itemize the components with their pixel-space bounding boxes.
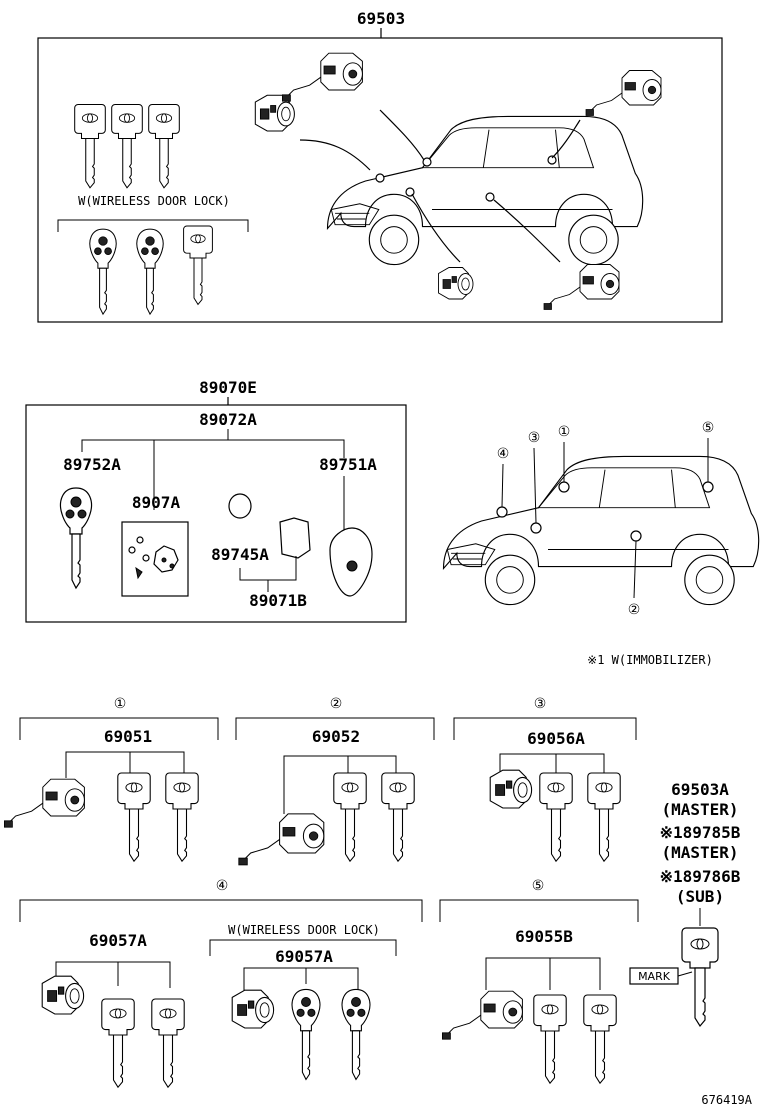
immobilizer-note: ※1 W(IMMOBILIZER) bbox=[587, 653, 713, 667]
key-69052-a bbox=[333, 772, 367, 862]
key-69052-b bbox=[381, 772, 415, 862]
callout-4: ④ bbox=[216, 878, 229, 894]
key-69055B-b bbox=[583, 994, 617, 1084]
lock-cylinder-69057A-wireless bbox=[231, 989, 275, 1029]
door-lock-69052 bbox=[238, 813, 325, 866]
callout-5-middle: ⑤ bbox=[702, 420, 715, 436]
vehicle-illustration-top bbox=[326, 115, 644, 266]
part-number-69503: 69503 bbox=[357, 9, 405, 28]
part-number-89745A: 89745A bbox=[211, 545, 269, 564]
part-number-8907A: 8907A bbox=[132, 493, 181, 512]
tumbler-pins bbox=[128, 536, 179, 580]
battery-cell bbox=[228, 493, 252, 519]
kit-box-69503 bbox=[37, 37, 723, 323]
vehicle-illustration-middle bbox=[442, 455, 760, 606]
master-key-labels: 69503A (MASTER) ※189785B (MASTER) ※18978… bbox=[660, 780, 741, 906]
callout-3: ③ bbox=[534, 696, 547, 712]
kit-box-89070E bbox=[25, 404, 407, 623]
mark-label: MARK bbox=[638, 970, 671, 983]
callout-3-middle: ③ bbox=[528, 430, 541, 446]
part-number-89751A: 89751A bbox=[319, 455, 377, 474]
callout-2-middle: ② bbox=[628, 602, 641, 618]
svg-text:(MASTER): (MASTER) bbox=[661, 843, 738, 862]
figure-id: 676419A bbox=[701, 1093, 752, 1107]
kit-number-89070E: 89070E bbox=[199, 378, 257, 397]
key-69051-b bbox=[165, 772, 199, 862]
lock-cylinder-door bbox=[438, 267, 474, 300]
svg-text:(MASTER): (MASTER) bbox=[661, 800, 738, 819]
key-69056A-a bbox=[539, 772, 573, 862]
svg-text:※189786B: ※189786B bbox=[660, 867, 741, 886]
part-number-69057A: 69057A bbox=[89, 931, 147, 950]
part-number-69051: 69051 bbox=[104, 727, 152, 746]
part-number-69057A-wireless: 69057A bbox=[275, 947, 333, 966]
part-number-89071B: 89071B bbox=[249, 591, 307, 610]
callout-5: ⑤ bbox=[532, 878, 545, 894]
callout-1-middle: ① bbox=[558, 424, 571, 440]
lock-cylinder-69056A bbox=[489, 769, 533, 809]
svg-text:(SUB): (SUB) bbox=[676, 887, 724, 906]
key-69055B-a bbox=[533, 994, 567, 1084]
ignition-switch-69051 bbox=[3, 778, 85, 828]
key-set-standard bbox=[74, 103, 180, 189]
key-69056A-b bbox=[587, 772, 621, 862]
ignition-switch-top bbox=[281, 52, 363, 102]
lock-cylinder-69057A bbox=[41, 975, 85, 1015]
master-key bbox=[681, 927, 719, 1027]
part-number-69052: 69052 bbox=[312, 727, 360, 746]
remote-key-69057A-b bbox=[341, 988, 371, 1080]
transmitter-module bbox=[279, 517, 311, 559]
back-door-lock-69055B bbox=[441, 990, 523, 1040]
wireless-door-lock-label-top: W(WIRELESS DOOR LOCK) bbox=[78, 194, 230, 208]
remote-key-69057A-a bbox=[291, 988, 321, 1080]
key-69057A-a bbox=[101, 998, 135, 1088]
key-set-wireless bbox=[89, 225, 213, 315]
svg-text:69503A: 69503A bbox=[671, 780, 729, 799]
remote-key-89752A bbox=[59, 487, 93, 589]
wireless-door-lock-label-bottom: W(WIRELESS DOOR LOCK) bbox=[228, 923, 380, 937]
svg-text:※189785B: ※189785B bbox=[660, 823, 741, 842]
door-lock-assembly bbox=[543, 264, 620, 310]
part-number-69055B: 69055B bbox=[515, 927, 573, 946]
sub-kit-number-89072A: 89072A bbox=[199, 410, 257, 429]
key-69057A-b bbox=[151, 998, 185, 1088]
callout-1: ① bbox=[114, 696, 127, 712]
pin-kit-box-8907A bbox=[121, 521, 189, 597]
key-69051-a bbox=[117, 772, 151, 862]
part-number-89752A: 89752A bbox=[63, 455, 121, 474]
callout-2: ② bbox=[330, 696, 343, 712]
back-door-lock bbox=[585, 70, 662, 116]
part-number-69056A: 69056A bbox=[527, 729, 585, 748]
callout-4-middle: ④ bbox=[497, 446, 510, 462]
